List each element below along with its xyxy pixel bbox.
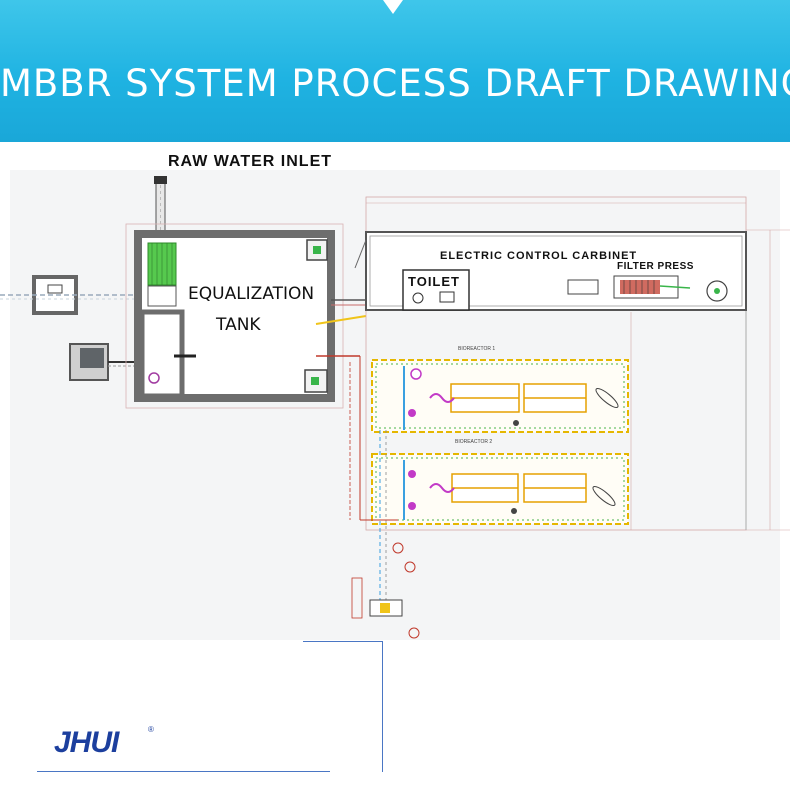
banner-notch — [383, 0, 403, 14]
svg-text:®: ® — [148, 725, 154, 734]
page-title: MBBR SYSTEM PROCESS DRAFT DRAWING — [0, 62, 790, 105]
control-room — [354, 231, 747, 311]
footer-frame-top — [303, 641, 383, 642]
bioreactor-1-label: BIOREACTOR 1 — [458, 346, 496, 352]
jhui-logo-icon: JHUI ® — [54, 725, 154, 759]
bioreactor-1 — [371, 359, 629, 433]
equalization-tank-label-line2: TANK — [216, 315, 261, 335]
header-banner: MBBR SYSTEM PROCESS DRAFT DRAWING — [0, 0, 790, 142]
electric-control-cabinet-label: ELECTRIC CONTROL CARBINET — [440, 250, 638, 262]
svg-text:JHUI: JHUI — [54, 726, 120, 759]
footer-divider — [37, 771, 330, 772]
process-drawing — [0, 170, 790, 640]
bioreactor-2-label: BIOREACTOR 2 — [455, 439, 493, 445]
plant-building — [365, 196, 790, 531]
raw-water-inlet-label: RAW WATER INLET — [168, 153, 333, 170]
brand-logo: JHUI ® — [52, 722, 162, 767]
bioreactor-2 — [371, 453, 629, 525]
equalization-tank-label-line1: EQUALIZATION — [188, 284, 315, 304]
footer-frame-side — [382, 641, 383, 772]
small-sump — [0, 275, 150, 315]
toilet-label: TOILET — [408, 274, 460, 289]
discharge-piping — [351, 430, 420, 639]
pump-box — [69, 343, 150, 381]
equalization-tank-label: EQUALIZATION TANK — [188, 279, 328, 341]
filter-press-label: FILTER PRESS — [617, 261, 694, 272]
equalization-tank — [125, 223, 367, 520]
